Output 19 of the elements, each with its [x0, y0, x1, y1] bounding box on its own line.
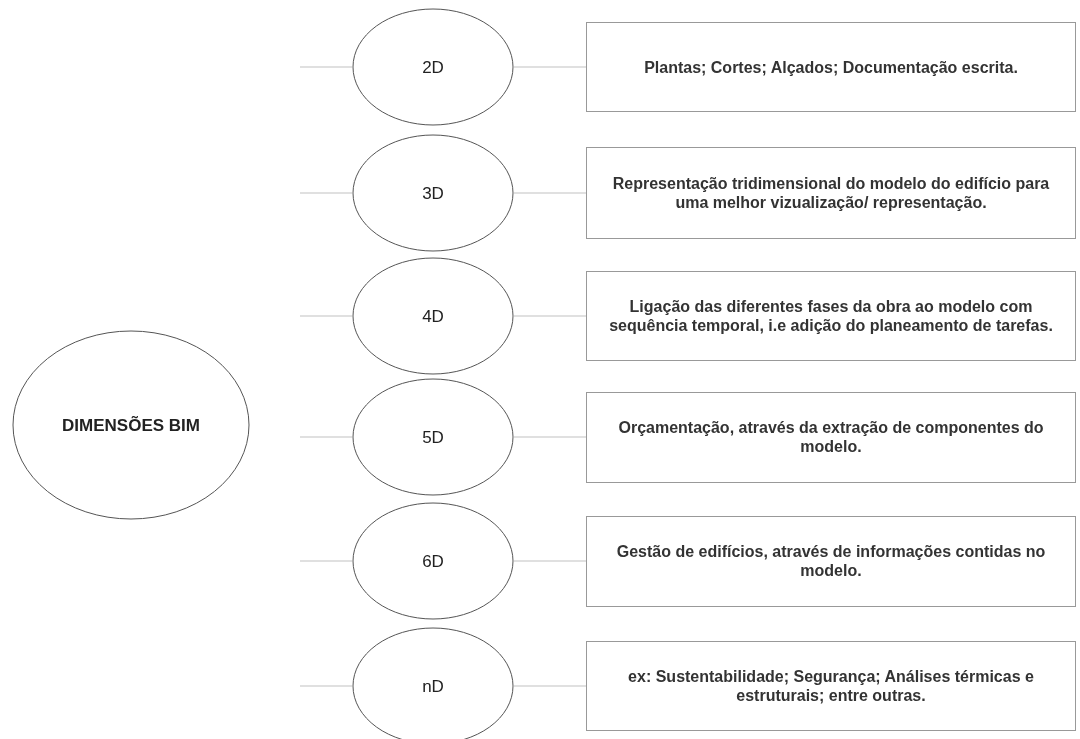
description-text: Orçamentação, através da extração de componentes do modelo. [617, 418, 1045, 456]
description-text: Ligação das diferentes fases da obra ao modelo com sequência temporal, i.e adição do planeamento de tarefas. [608, 297, 1054, 335]
description-text: ex: Sustentabilidade; Segurança; Análises térmicas e estruturais; entre outras. [627, 667, 1035, 705]
dimension-label: 5D [422, 426, 444, 448]
description-box [586, 271, 1076, 361]
description-box [586, 147, 1076, 239]
dimension-label: nD [422, 675, 444, 697]
description-text: Representação tridimensional do modelo do edifício para uma melhor vizualização/ representação. [611, 174, 1051, 212]
description-box [586, 641, 1076, 731]
description-text: Plantas; Cortes; Alçados; Documentação escrita. [644, 57, 1018, 77]
description-box [586, 391, 1076, 483]
dimension-label: 3D [422, 182, 444, 204]
description-box [586, 22, 1076, 112]
dimension-label: 6D [422, 550, 444, 572]
main-label: DIMENSÕES BIM [61, 414, 201, 436]
dimension-label: 2D [422, 56, 444, 78]
description-box [586, 515, 1076, 607]
dimension-label: 4D [422, 305, 444, 327]
description-text: Gestão de edifícios, através de informações contidas no modelo. [615, 542, 1047, 580]
